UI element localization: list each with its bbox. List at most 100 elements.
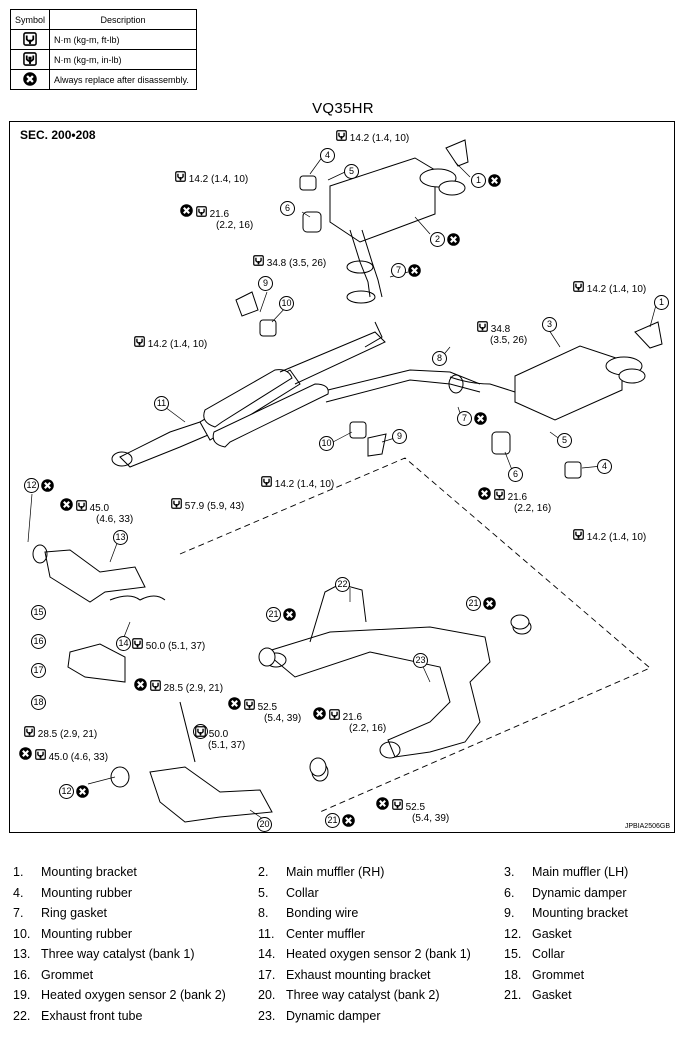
callout-20: 20 [257,817,272,832]
always-replace-icon [283,608,296,621]
part-number: 6. [504,885,515,900]
part-number: 23. [258,1008,276,1023]
torque-wrench-in-lb-icon [23,52,37,66]
part-number: 8. [258,906,269,920]
always-replace-icon [483,597,496,610]
torque-wrench-icon [329,709,340,720]
part-name: Heated oxygen sensor 2 (bank 2) [41,988,226,1002]
legend-row: N·m (kg-m, ft-lb) [10,29,197,50]
callout-21: 21 [466,596,496,611]
part-name: Mounting rubber [41,926,133,941]
part-name: Mounting rubber [41,885,133,900]
torque-spec: 34.8 (3.5, 26) [477,321,527,346]
torque-wrench-icon [573,281,584,292]
callout-4: 4 [597,459,612,474]
callout-1: 1 [471,173,501,188]
part-number: 20. [258,988,276,1002]
part-number: 19. [13,988,31,1002]
callout-17: 17 [31,663,46,678]
callout-10: 10 [279,296,294,311]
callout-6: 6 [508,467,523,482]
callout-21: 21 [266,607,296,622]
torque-spec: 28.5 (2.9, 21) [134,678,223,694]
part-number: 18. [504,967,522,982]
always-replace-icon [478,487,491,500]
torque-wrench-icon [244,699,255,710]
callout-6: 6 [280,201,295,216]
always-replace-icon [313,707,326,720]
always-replace-icon [134,678,147,691]
part-name: Bonding wire [286,906,359,920]
always-replace-icon [447,233,460,246]
torque-wrench-icon [171,498,182,509]
part-name: Dynamic damper [532,885,627,900]
torque-spec: 14.2 (1.4, 10) [573,281,646,295]
torque-wrench-icon [261,476,272,487]
torque-spec: 21.6 (2.2, 16) [180,204,253,231]
part-number: 1. [13,865,24,879]
torque-spec: 14.2 (1.4, 10) [134,336,207,350]
part-number: 14. [258,947,276,961]
callout-14: 14 [116,636,131,651]
torque-spec: 21.6 (2.2, 16) [313,707,386,734]
part-name: Grommet [532,967,585,982]
figure-code: JPBIA2506GB [624,823,670,830]
callout-7: 7 [457,411,487,426]
legend-row: N·m (kg-m, in-lb) [10,49,197,70]
torque-wrench-icon [132,638,143,649]
exhaust-system-diagram: SEC. 200•208 [9,121,675,833]
part-number: 17. [258,967,276,982]
callout-8: 8 [432,351,447,366]
callout-9: 9 [258,276,273,291]
part-number: 3. [504,865,515,879]
legend-description: Always replace after disassembly. [49,69,197,90]
part-name: Gasket [532,988,572,1002]
part-number: 4. [13,885,24,900]
callout-21: 21 [325,813,355,828]
part-name: Main muffler (RH) [286,865,385,879]
torque-wrench-icon [392,799,403,810]
legend-description: N·m (kg-m, ft-lb) [49,29,197,50]
callout-18: 18 [31,695,46,710]
torque-spec: 50.0 (5.1, 37) [195,726,245,751]
part-number: 11. [258,926,275,941]
always-replace-icon [228,697,241,710]
callout-22: 22 [335,577,350,592]
callout-12: 12 [24,478,54,493]
section-label: SEC. 200•208 [20,128,96,142]
part-name: Grommet [41,967,94,982]
part-name: Center muffler [286,926,365,941]
always-replace-icon [376,797,389,810]
torque-spec: 14.2 (1.4, 10) [573,529,646,543]
always-replace-icon [488,174,501,187]
torque-wrench-icon [134,336,145,347]
torque-wrench-icon [494,489,505,500]
part-number: 7. [13,906,24,920]
part-number: 21. [504,988,522,1002]
torque-wrench-icon [76,500,87,511]
part-name: Ring gasket [41,906,108,920]
always-replace-icon [474,412,487,425]
always-replace-icon [19,747,32,760]
torque-wrench-icon [253,255,264,266]
always-replace-icon [76,785,89,798]
callout-23: 23 [413,653,428,668]
torque-wrench-icon [150,680,161,691]
part-name: Exhaust mounting bracket [286,967,431,982]
torque-wrench-icon [195,726,206,737]
torque-wrench-icon [196,206,207,217]
part-name: Three way catalyst (bank 1) [41,947,195,961]
part-name: Gasket [532,926,572,941]
callout-15: 15 [31,605,46,620]
callout-1: 1 [654,295,669,310]
torque-wrench-icon [35,749,46,760]
part-number: 13. [13,947,31,961]
torque-wrench-icon [23,32,37,46]
callout-4: 4 [320,148,335,163]
always-replace-icon [41,479,54,492]
torque-spec: 14.2 (1.4, 10) [336,130,409,144]
always-replace-icon [408,264,421,277]
part-name: Three way catalyst (bank 2) [286,988,440,1002]
callout-7: 7 [391,263,421,278]
part-number: 12. [504,926,522,941]
